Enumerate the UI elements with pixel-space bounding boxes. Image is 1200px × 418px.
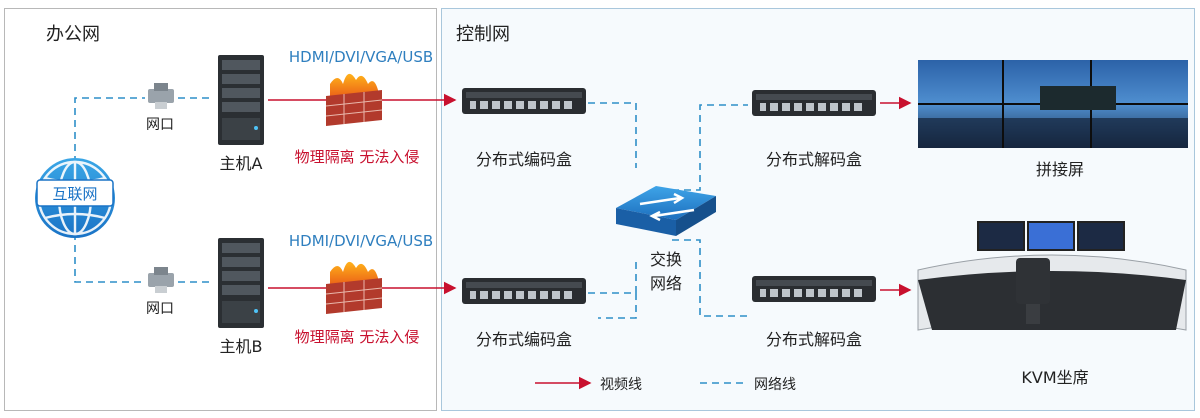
network-switch-icon: [616, 186, 716, 236]
video-wall-label: 拼接屏: [1035, 160, 1084, 179]
firewall-icon: [325, 73, 383, 126]
encoder-label-bottom: 分布式编码盒: [475, 330, 572, 349]
kvm-seat-icon: [917, 221, 1187, 331]
port-label-b: 网口: [146, 301, 174, 317]
encoder-label-top: 分布式编码盒: [475, 150, 572, 169]
host-label-a: 主机A: [219, 154, 263, 173]
internet-label: 互联网: [52, 185, 98, 203]
port-label-a: 网口: [146, 117, 174, 133]
legend-video-label: 视频线: [600, 377, 642, 393]
host-tower-icon: [218, 55, 264, 145]
internet-globe-icon: [35, 158, 115, 238]
isolation-label-a: 物理隔离 无法入侵: [294, 148, 420, 166]
signal-label-b: HDMI/DVI/VGA/USB: [288, 232, 434, 250]
switch-label-line1: 交换: [649, 250, 682, 269]
network-port-icon: [148, 267, 174, 293]
signal-label-a: HDMI/DVI/VGA/USB: [288, 48, 434, 66]
kvm-seat-label: KVM坐席: [1021, 368, 1089, 387]
host-label-b: 主机B: [219, 337, 263, 356]
decoder-label-bottom: 分布式解码盒: [765, 330, 862, 349]
legend-network-label: 网络线: [754, 377, 796, 393]
host-tower-icon: [218, 238, 264, 328]
firewall-icon: [325, 261, 383, 314]
office-zone-title: 办公网: [46, 24, 100, 45]
decoder-label-top: 分布式解码盒: [765, 150, 862, 169]
isolation-label-b: 物理隔离 无法入侵: [294, 328, 420, 346]
video-wall-icon: [918, 60, 1188, 148]
network-lines-control: [588, 102, 748, 319]
control-zone-title: 控制网: [456, 24, 510, 45]
network-port-icon: [148, 83, 174, 109]
switch-label-line2: 网络: [649, 274, 682, 293]
decoder-box-icon: [752, 90, 876, 116]
video-lines: [268, 93, 912, 297]
network-lines-office: [74, 97, 210, 283]
decoder-box-icon: [752, 276, 876, 302]
encoder-box-icon: [462, 278, 586, 304]
encoder-box-icon: [462, 88, 586, 114]
